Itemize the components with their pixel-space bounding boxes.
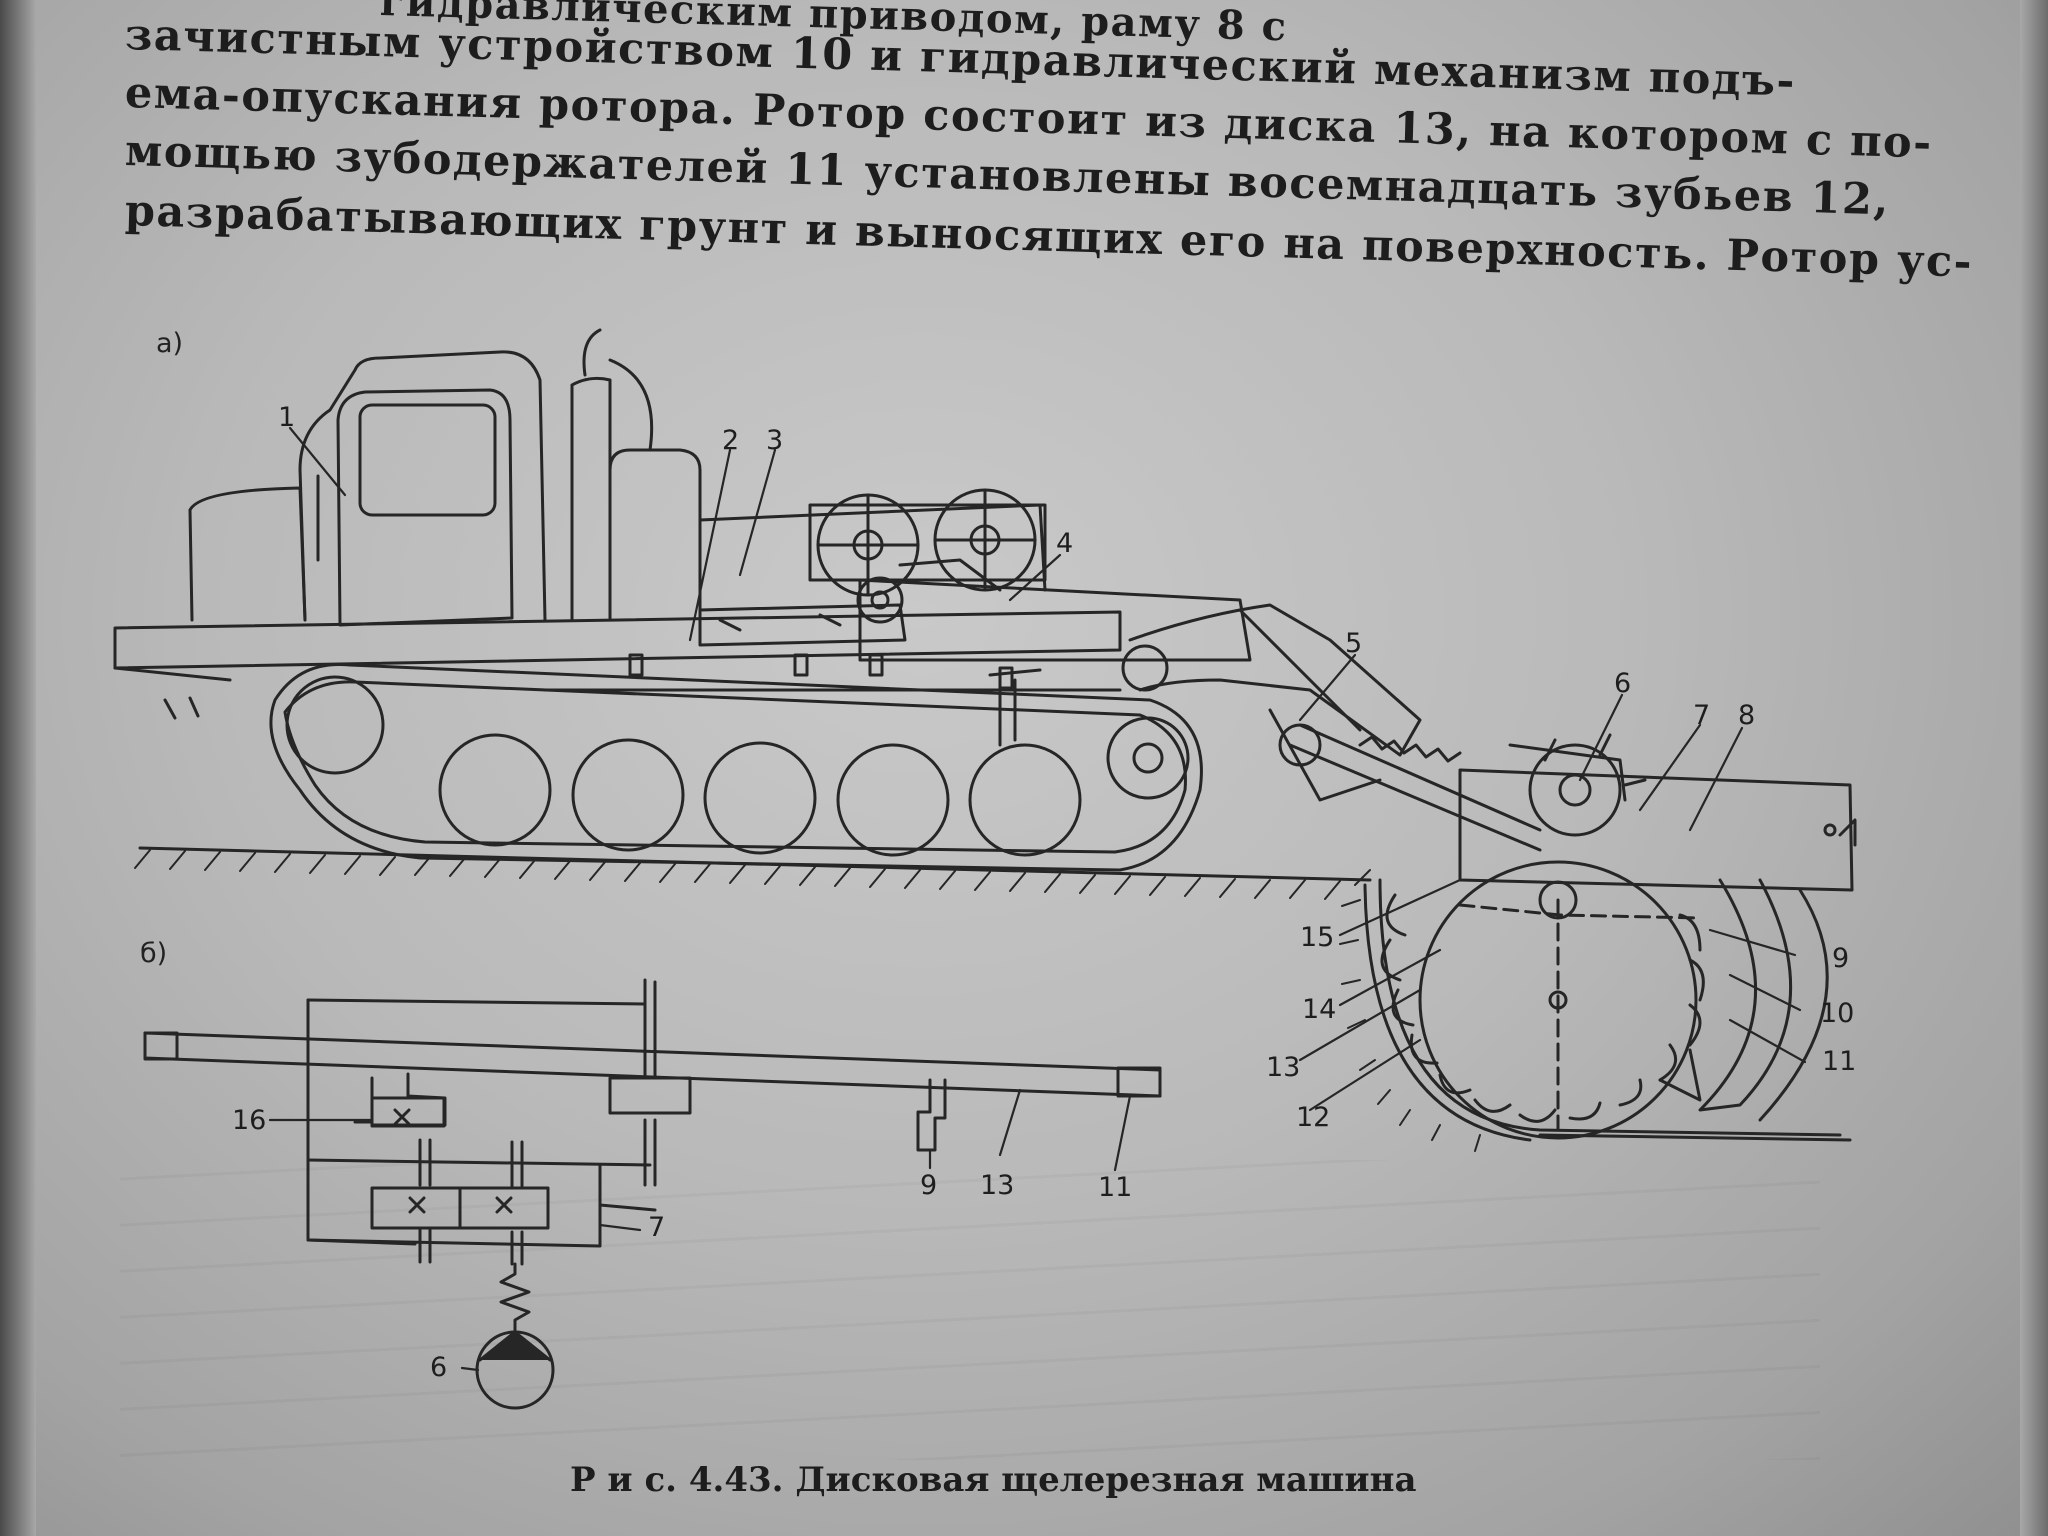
callout-4: 4 xyxy=(1056,528,1074,559)
callout-6: 6 xyxy=(1614,668,1632,699)
callout-11: 11 xyxy=(1822,1046,1857,1077)
callout-b-13: 13 xyxy=(980,1170,1015,1201)
callout-14: 14 xyxy=(1302,994,1337,1025)
callout-5: 5 xyxy=(1345,628,1363,659)
book-gutter xyxy=(0,0,36,1536)
callout-9: 9 xyxy=(1832,943,1850,974)
callout-b-11: 11 xyxy=(1098,1172,1133,1203)
callout-8: 8 xyxy=(1738,700,1756,731)
kinematic-scheme xyxy=(143,978,1162,1410)
rotor-assembly xyxy=(1339,733,1857,1152)
tracked-vehicle xyxy=(113,328,1542,900)
callout-b-6: 6 xyxy=(430,1352,448,1383)
callout-13: 13 xyxy=(1266,1052,1301,1083)
callout-1: 1 xyxy=(278,402,296,433)
figure-label-a: а) xyxy=(156,328,184,359)
figure-label-b: б) xyxy=(140,938,168,969)
page-edge xyxy=(2020,0,2048,1536)
callout-12: 12 xyxy=(1296,1102,1331,1133)
callout-b-9: 9 xyxy=(920,1170,938,1201)
callout-b-7: 7 xyxy=(648,1212,666,1243)
callout-2: 2 xyxy=(722,425,740,456)
figure-caption: Р и с. 4.43. Дисковая щелерезная машина xyxy=(570,1460,1417,1500)
callout-leaders xyxy=(268,426,1807,1372)
callout-b-16: 16 xyxy=(232,1105,267,1136)
callout-3: 3 xyxy=(766,425,784,456)
callout-7: 7 xyxy=(1693,700,1711,731)
show-through-text xyxy=(120,1160,1820,1460)
callout-10: 10 xyxy=(1820,998,1855,1029)
callout-15: 15 xyxy=(1300,922,1335,953)
